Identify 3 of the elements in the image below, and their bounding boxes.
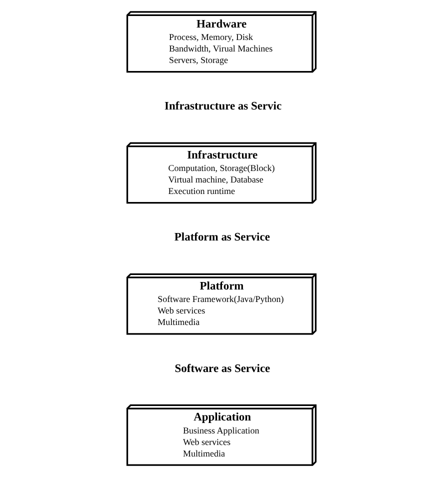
label: Platform as Service [174,232,270,244]
label: Infrastructure as Servic [164,100,282,113]
label: Software as Service [174,362,270,375]
